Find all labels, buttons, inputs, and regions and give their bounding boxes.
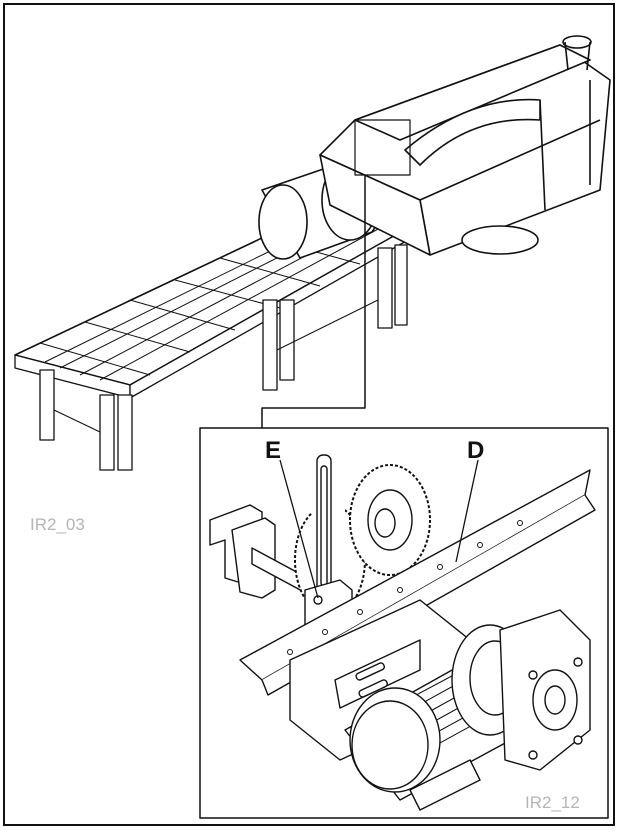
- callout-d: D: [467, 437, 485, 464]
- callout-e-leader: [279, 459, 319, 599]
- drive-assembly-detail: [209, 454, 596, 811]
- callout-d-leader: [455, 459, 479, 563]
- detail-highlight-box: [354, 119, 411, 176]
- conveyor-bed: [14, 219, 409, 471]
- figure-frame: [3, 3, 615, 826]
- detail-figure-label: IR2_12: [525, 793, 580, 812]
- callout-e: E: [265, 437, 282, 464]
- main-figure-label: IR2_03: [30, 515, 85, 534]
- detail-leader-line: [261, 175, 366, 428]
- processor-housing: [319, 35, 611, 256]
